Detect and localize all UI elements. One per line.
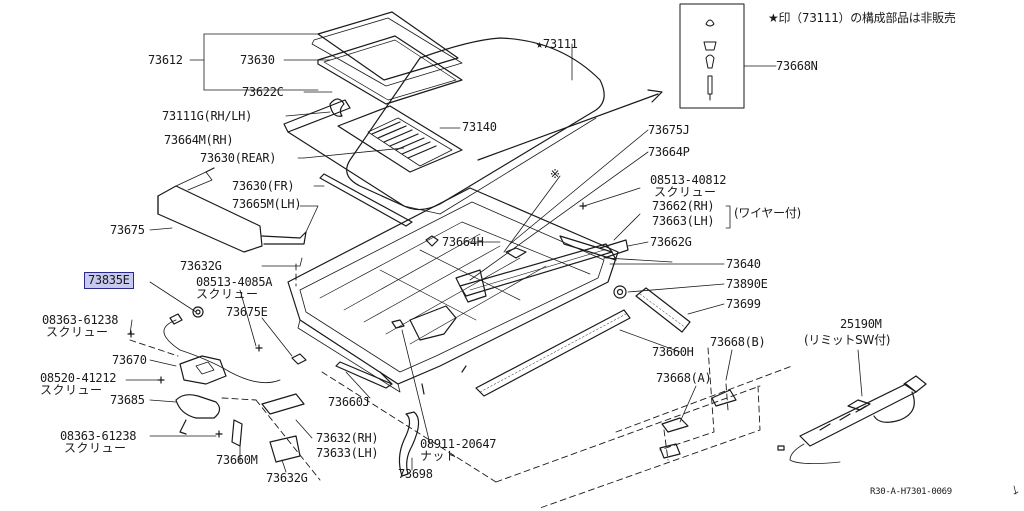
- label-73664P: 73664P: [648, 145, 690, 159]
- label-73668N: 73668N: [776, 59, 818, 73]
- rear-seal-part: [303, 147, 405, 159]
- label-08520-41212: 08520-41212: [40, 371, 117, 385]
- label-73612: 73612: [148, 53, 183, 67]
- note-text: ★印（73111）の構成部品は非販売: [768, 11, 956, 25]
- label-73633LH: 73633(LH): [316, 446, 379, 460]
- strip-j-part: [335, 361, 393, 389]
- bushing-part: [613, 285, 627, 299]
- deflector-arm-part: [261, 231, 307, 245]
- label-73675: 73675: [110, 223, 145, 237]
- bracket-part: [231, 419, 243, 447]
- label-73630-rear: 73630(REAR): [200, 151, 277, 165]
- label-08363-61238-a: 08363-61238: [42, 313, 119, 327]
- glass-panel-part: [311, 11, 463, 87]
- inset-box: [679, 3, 745, 109]
- direction-arrow: [477, 89, 663, 161]
- label-73664M: 73664M(RH): [164, 133, 234, 147]
- label-limit-switch: (リミットSW付): [804, 333, 891, 347]
- label-73670: 73670: [112, 353, 147, 367]
- label-wire: (ワイヤー付): [734, 206, 801, 220]
- label-nut: ナット: [420, 449, 458, 463]
- label-73665M: 73665M(LH): [232, 197, 302, 211]
- label-73660H: 73660H: [652, 345, 694, 359]
- bracket-g-part: [269, 435, 301, 463]
- label-73630-fr: 73630(FR): [232, 179, 295, 193]
- label-73835E[interactable]: 73835E: [84, 272, 134, 289]
- footer-code: R30-A-H7301-0069: [870, 487, 952, 497]
- motor-unit-part: [175, 394, 221, 435]
- label-73685: 73685: [110, 393, 145, 407]
- label-08513-4085A: 08513-4085A: [196, 275, 273, 289]
- label-73663LH: 73663(LH): [652, 214, 715, 228]
- roof-panel-part: [283, 37, 605, 215]
- label-73699: 73699: [726, 297, 761, 311]
- label-73632RH: 73632(RH): [316, 431, 379, 445]
- label-73111: ★73111: [536, 37, 578, 51]
- label-08513-40812: 08513-40812: [650, 173, 727, 187]
- limit-switch-part: [777, 349, 927, 464]
- label-73660J: 73660J: [328, 395, 370, 409]
- label-screw-3: スクリュー: [40, 383, 103, 397]
- label-73668B: 73668(B): [710, 335, 766, 349]
- label-73662G: 73662G: [650, 235, 692, 249]
- label-73111G: 73111G(RH/LH): [162, 109, 253, 123]
- cable-guide-part: [559, 235, 629, 261]
- clip-a-part: [661, 417, 689, 433]
- front-seal-part: [319, 173, 413, 227]
- motor-part: [163, 313, 281, 385]
- label-73140: 73140: [462, 120, 497, 134]
- stopper-part: [425, 235, 439, 247]
- clip-b-part: [711, 389, 737, 407]
- label-screw-5: スクリュー: [654, 185, 717, 199]
- cable-part: [605, 257, 673, 263]
- label-mark: ※: [550, 167, 560, 181]
- label-73660M: 73660M: [216, 453, 258, 467]
- label-73632G: 73632G: [180, 259, 222, 273]
- label-73662RH: 73662(RH): [652, 199, 715, 213]
- label-25190M: 25190M: [840, 317, 882, 331]
- mount-part: [261, 393, 305, 415]
- label-screw-1: スクリュー: [196, 287, 259, 301]
- strip-part: [635, 287, 691, 333]
- sunroof-frame-part: [287, 187, 619, 395]
- label-screw-2: スクリュー: [46, 325, 109, 339]
- label-73640: 73640: [726, 257, 761, 271]
- label-08363-61238-b: 08363-61238: [60, 429, 137, 443]
- label-08911-20647: 08911-20647: [420, 437, 497, 451]
- label-73675J: 73675J: [648, 123, 690, 137]
- label-73675E: 73675E: [226, 305, 268, 319]
- label-screw-4: スクリュー: [64, 441, 127, 455]
- label-73890E: 73890E: [726, 277, 768, 291]
- label-73698: 73698: [398, 467, 433, 481]
- label-73622C: 73622C: [242, 85, 284, 99]
- weatherstrip-part: [317, 35, 463, 105]
- deflector-part: [157, 167, 263, 253]
- label-73632G-b: 73632G: [266, 471, 308, 485]
- label-73630: 73630: [240, 53, 275, 67]
- long-strip-part: [475, 309, 631, 397]
- label-73664H: 73664H: [442, 235, 484, 249]
- label-73668A: 73668(A): [656, 371, 712, 385]
